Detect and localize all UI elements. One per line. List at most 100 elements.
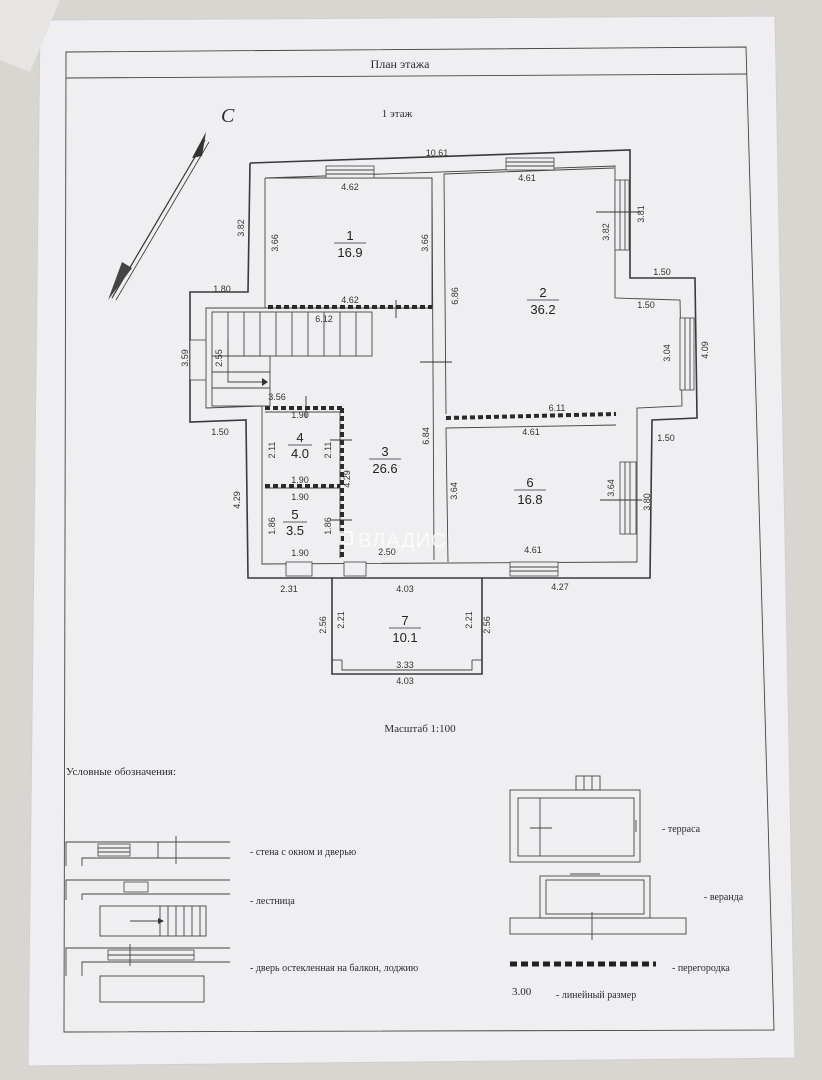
room-area: 36.2 <box>530 302 555 317</box>
dimension-label: 2.56 <box>318 616 328 634</box>
watermark-logo-icon <box>339 531 353 545</box>
dimension-label: 3.66 <box>420 234 430 252</box>
dimension-label: 4.03 <box>396 676 414 686</box>
legend-wall-label: - стена с окном и дверью <box>250 847 357 858</box>
legend-terrace-label: - терраса <box>662 824 701 835</box>
dimension-label: 1.90 <box>291 548 309 558</box>
drawing-frame <box>63 46 775 1033</box>
dimension-label: 6.84 <box>421 427 431 445</box>
room-number: 5 <box>291 507 298 522</box>
room-5-label: 5 3.5 <box>283 507 307 538</box>
dimension-label: 1.90 <box>291 410 309 420</box>
dimension-label: 4.61 <box>518 173 536 183</box>
dimension-label: 1.90 <box>291 492 309 502</box>
paper-corner <box>0 0 60 72</box>
legend-linear-label: - линейный размер <box>556 990 636 1001</box>
legend-stairs-label: - лестница <box>250 896 295 907</box>
dimension-label: 3.82 <box>601 223 611 241</box>
dimension-label: 4.27 <box>551 582 569 592</box>
legend-stairs-symbol <box>65 879 230 937</box>
dimension-label: 2.11 <box>267 442 277 459</box>
dimension-label: 4.61 <box>524 545 542 555</box>
dimension-label: 1.50 <box>211 427 229 437</box>
room-area: 4.0 <box>291 446 309 461</box>
north-arrow: С <box>108 105 235 301</box>
dimension-label: 6.12 <box>315 314 333 324</box>
legend-veranda-symbol <box>509 873 687 940</box>
paper-page <box>27 15 796 1067</box>
watermark: ВЛАДИС <box>339 530 447 552</box>
legend-veranda-label: - веранда <box>704 892 744 903</box>
building-walls <box>189 149 698 579</box>
dimension-label: 3.80 <box>642 493 652 511</box>
watermark-text: ВЛАДИС <box>358 530 447 552</box>
north-letter: С <box>221 105 235 127</box>
room-area: 10.1 <box>392 630 417 645</box>
dimension-label: 4.62 <box>341 295 359 305</box>
floor-label: 1 этаж <box>382 108 413 120</box>
sheet-title: План этажа <box>371 57 431 71</box>
dimension-label: 1.90 <box>291 475 309 485</box>
dimension-label: 3.82 <box>236 219 246 237</box>
room-4-label: 4 4.0 <box>288 430 312 461</box>
dimension-label: 1.86 <box>267 517 277 535</box>
room-number: 2 <box>539 285 546 300</box>
dimension-label: 3.64 <box>449 482 459 500</box>
legend-title: Условные обозначения: <box>66 766 176 778</box>
dimension-label: 3.04 <box>662 344 672 362</box>
dimension-label: 2.50 <box>378 547 396 557</box>
dimension-label: 3.81 <box>636 205 646 223</box>
room-area: 16.9 <box>337 245 362 260</box>
windows <box>189 157 695 577</box>
dimension-label: 6.86 <box>450 287 460 305</box>
dimension-label: 3.66 <box>270 234 280 252</box>
room-2-label: 2 36.2 <box>527 285 559 317</box>
porch <box>331 578 483 675</box>
dimension-labels: 10.61 4.62 4.61 3.82 3.66 3.66 1.80 4.62… <box>180 148 710 686</box>
legend-partition-label: - перегородка <box>672 963 730 974</box>
room-number: 3 <box>381 444 388 459</box>
room-7-label: 7 10.1 <box>389 613 421 645</box>
room-number: 6 <box>526 475 533 490</box>
dimension-label: 3.59 <box>180 349 190 367</box>
room-number: 1 <box>346 228 353 243</box>
dimension-label: 4.61 <box>522 427 540 437</box>
dimension-label: 1.50 <box>653 267 671 277</box>
legend-terrace-symbol <box>509 775 641 863</box>
dimension-label: 2.11 <box>323 442 333 459</box>
room-area: 16.8 <box>517 492 542 507</box>
legend-wall-symbol <box>65 836 230 866</box>
dimension-label: 1.50 <box>657 433 675 443</box>
header-divider <box>65 73 748 79</box>
dimension-label: 1.50 <box>637 300 655 310</box>
dimension-label: 4.29 <box>232 491 242 509</box>
dimension-label: 2.55 <box>214 349 224 367</box>
dimension-label: 6.11 <box>549 403 566 413</box>
dimension-label: 2.31 <box>280 584 298 594</box>
room-3-label: 3 26.6 <box>369 444 401 476</box>
legend-glazed-door-label: - дверь остекленная на балкон, лоджию <box>250 963 419 974</box>
room-number: 4 <box>296 430 303 445</box>
dimension-label: 3.64 <box>606 479 616 497</box>
dimension-label: 3.33 <box>396 660 414 670</box>
staircase <box>211 311 373 407</box>
dimension-label: 2.56 <box>482 616 492 634</box>
dimension-label: 1.86 <box>323 517 333 535</box>
scale-label: Масштаб 1:100 <box>384 723 456 735</box>
room-1-label: 1 16.9 <box>334 228 366 260</box>
dimension-label: 2.21 <box>336 611 346 629</box>
room-area: 26.6 <box>372 461 397 476</box>
partitions <box>265 305 617 560</box>
dimension-label: 4.29 <box>342 470 352 488</box>
dimension-label: 4.09 <box>700 341 710 359</box>
room-6-label: 6 16.8 <box>514 475 546 507</box>
dimension-label: 4.62 <box>341 182 359 192</box>
dimension-label: 2.21 <box>464 611 474 629</box>
room-area: 3.5 <box>286 523 304 538</box>
legend-linear-value: 3.00 <box>512 986 532 998</box>
room-number: 7 <box>401 613 408 628</box>
dimension-label: 4.03 <box>396 584 414 594</box>
legend-glazed-door-symbol <box>65 944 230 1003</box>
dimension-label: 10.61 <box>426 148 449 158</box>
